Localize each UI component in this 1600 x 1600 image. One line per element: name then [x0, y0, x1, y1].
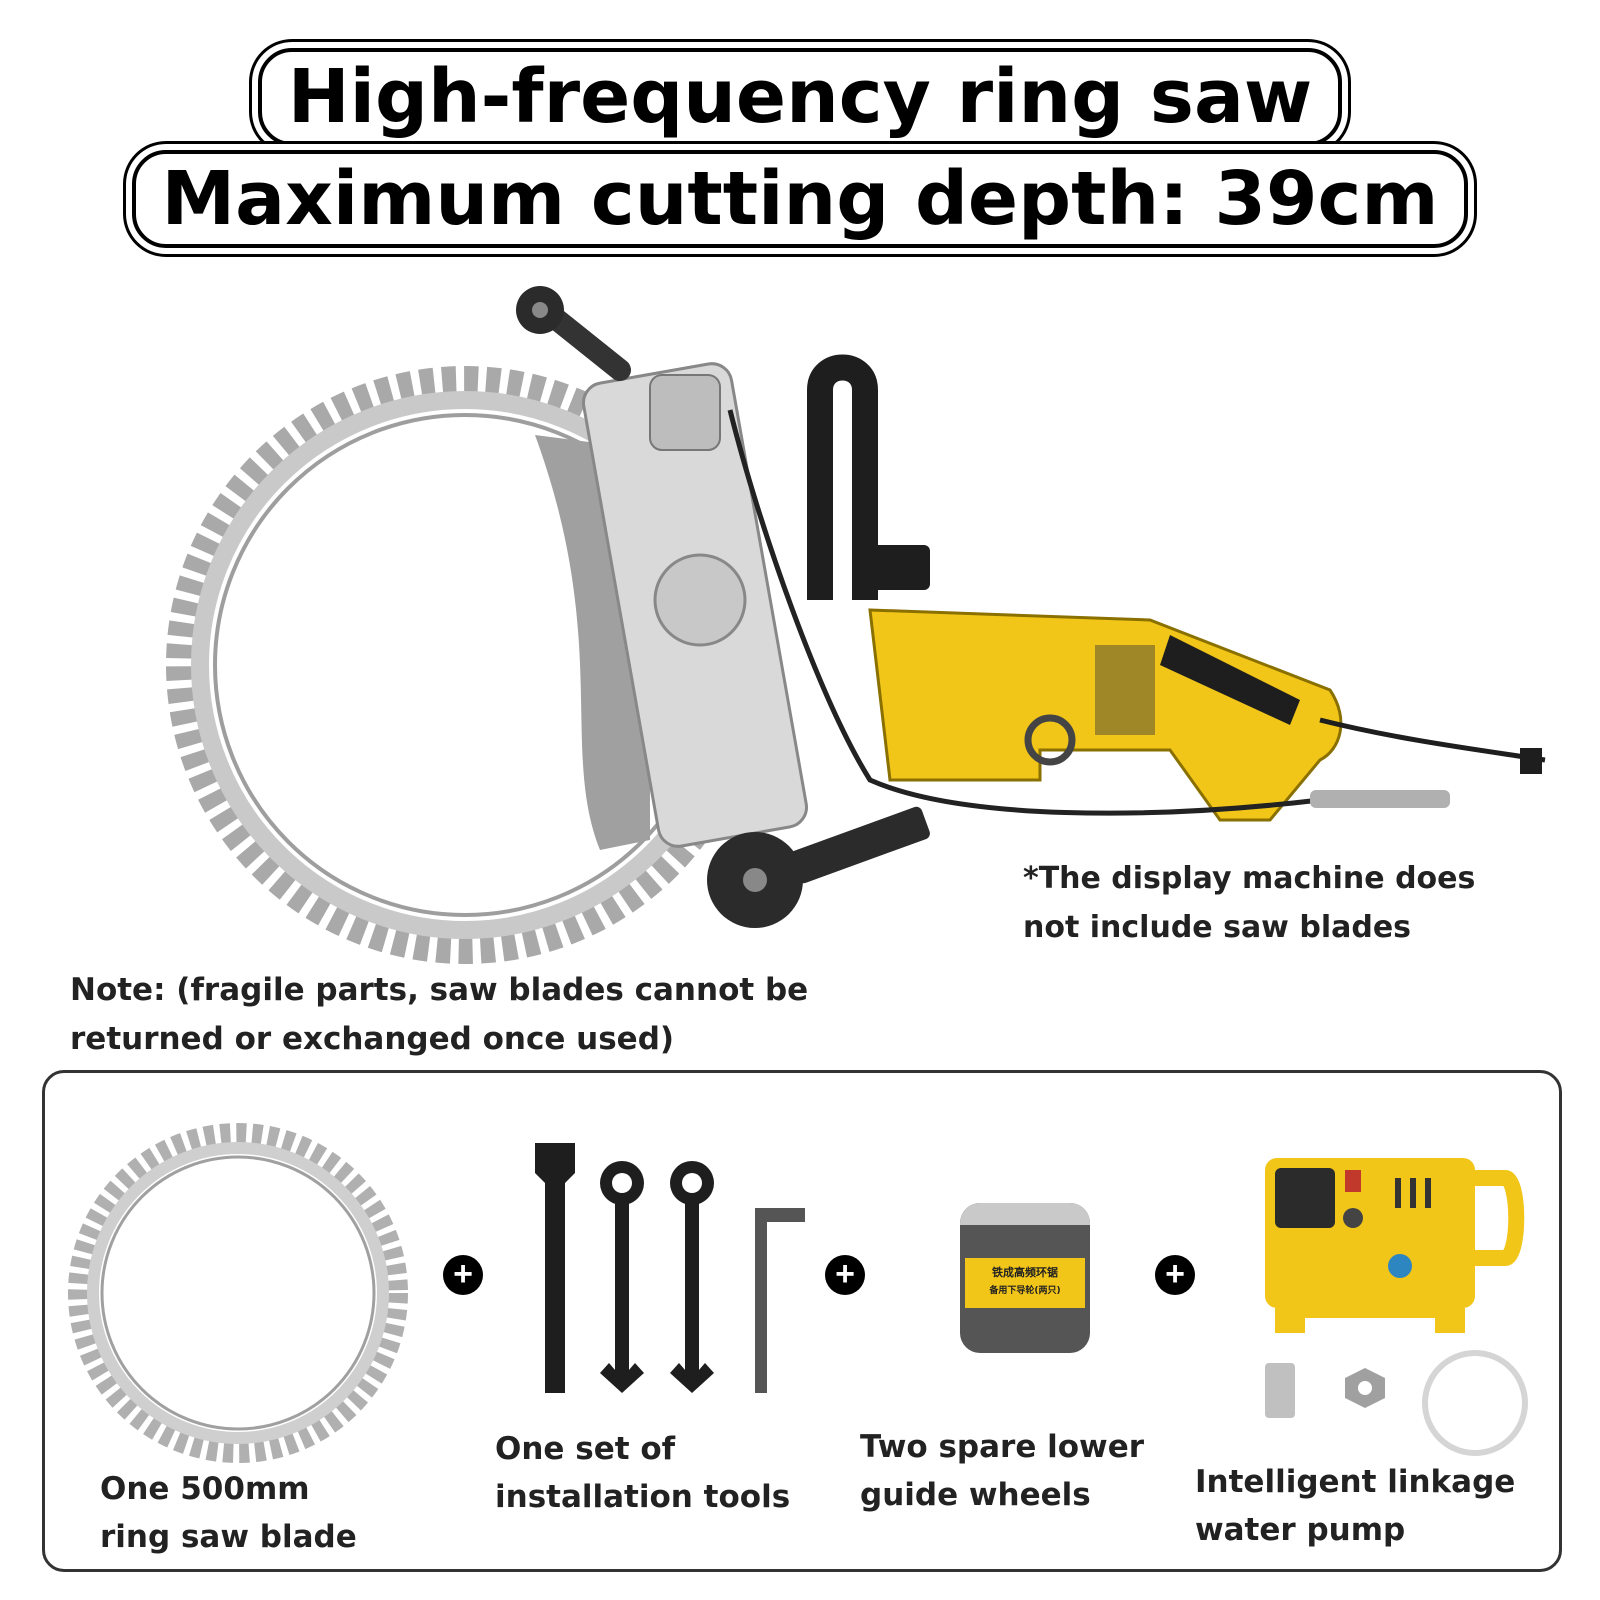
kit-item-3-label: Two spare lower guide wheels [860, 1429, 1145, 1513]
upper-roller-icon [516, 286, 631, 381]
note-text: Note: (fragile parts, saw blades cannot … [70, 972, 809, 1057]
lower-wheel-icon [707, 806, 930, 928]
title-line-1: High-frequency ring saw [0, 48, 1600, 146]
wrench-set-icon [535, 1143, 805, 1393]
kit-item-4-label: Intelligent linkage water pump [1195, 1464, 1516, 1548]
plus-icon: + [1155, 1255, 1195, 1295]
guide-wheel-jar-icon: 铁成高频环锯 备用下导轮(两只) [960, 1203, 1090, 1353]
title-line-2: Maximum cutting depth: 39cm [0, 150, 1600, 248]
water-pump-icon [1265, 1158, 1528, 1456]
power-cord-icon [1319, 717, 1546, 774]
kit-item-1-label: One 500mm ring saw blade [100, 1471, 357, 1555]
blade-drive-head [582, 362, 808, 848]
ring-blade-icon [68, 1123, 408, 1463]
motor-body-icon [868, 608, 1343, 822]
disclaimer-text: *The display machine does not include sa… [1023, 861, 1476, 945]
ring-saw-illustration [166, 286, 1546, 964]
water-hose-icon [727, 409, 1450, 816]
jar-label: 铁成高频环锯 备用下导轮(两只) [965, 1258, 1085, 1308]
plus-icon: + [443, 1255, 483, 1295]
front-handle-icon [807, 354, 930, 600]
accessories-kit-box: One 500mm ring saw blade + One set of in… [42, 1070, 1562, 1572]
plus-icon: + [825, 1255, 865, 1295]
kit-item-2-label: One set of installation tools [495, 1431, 791, 1515]
